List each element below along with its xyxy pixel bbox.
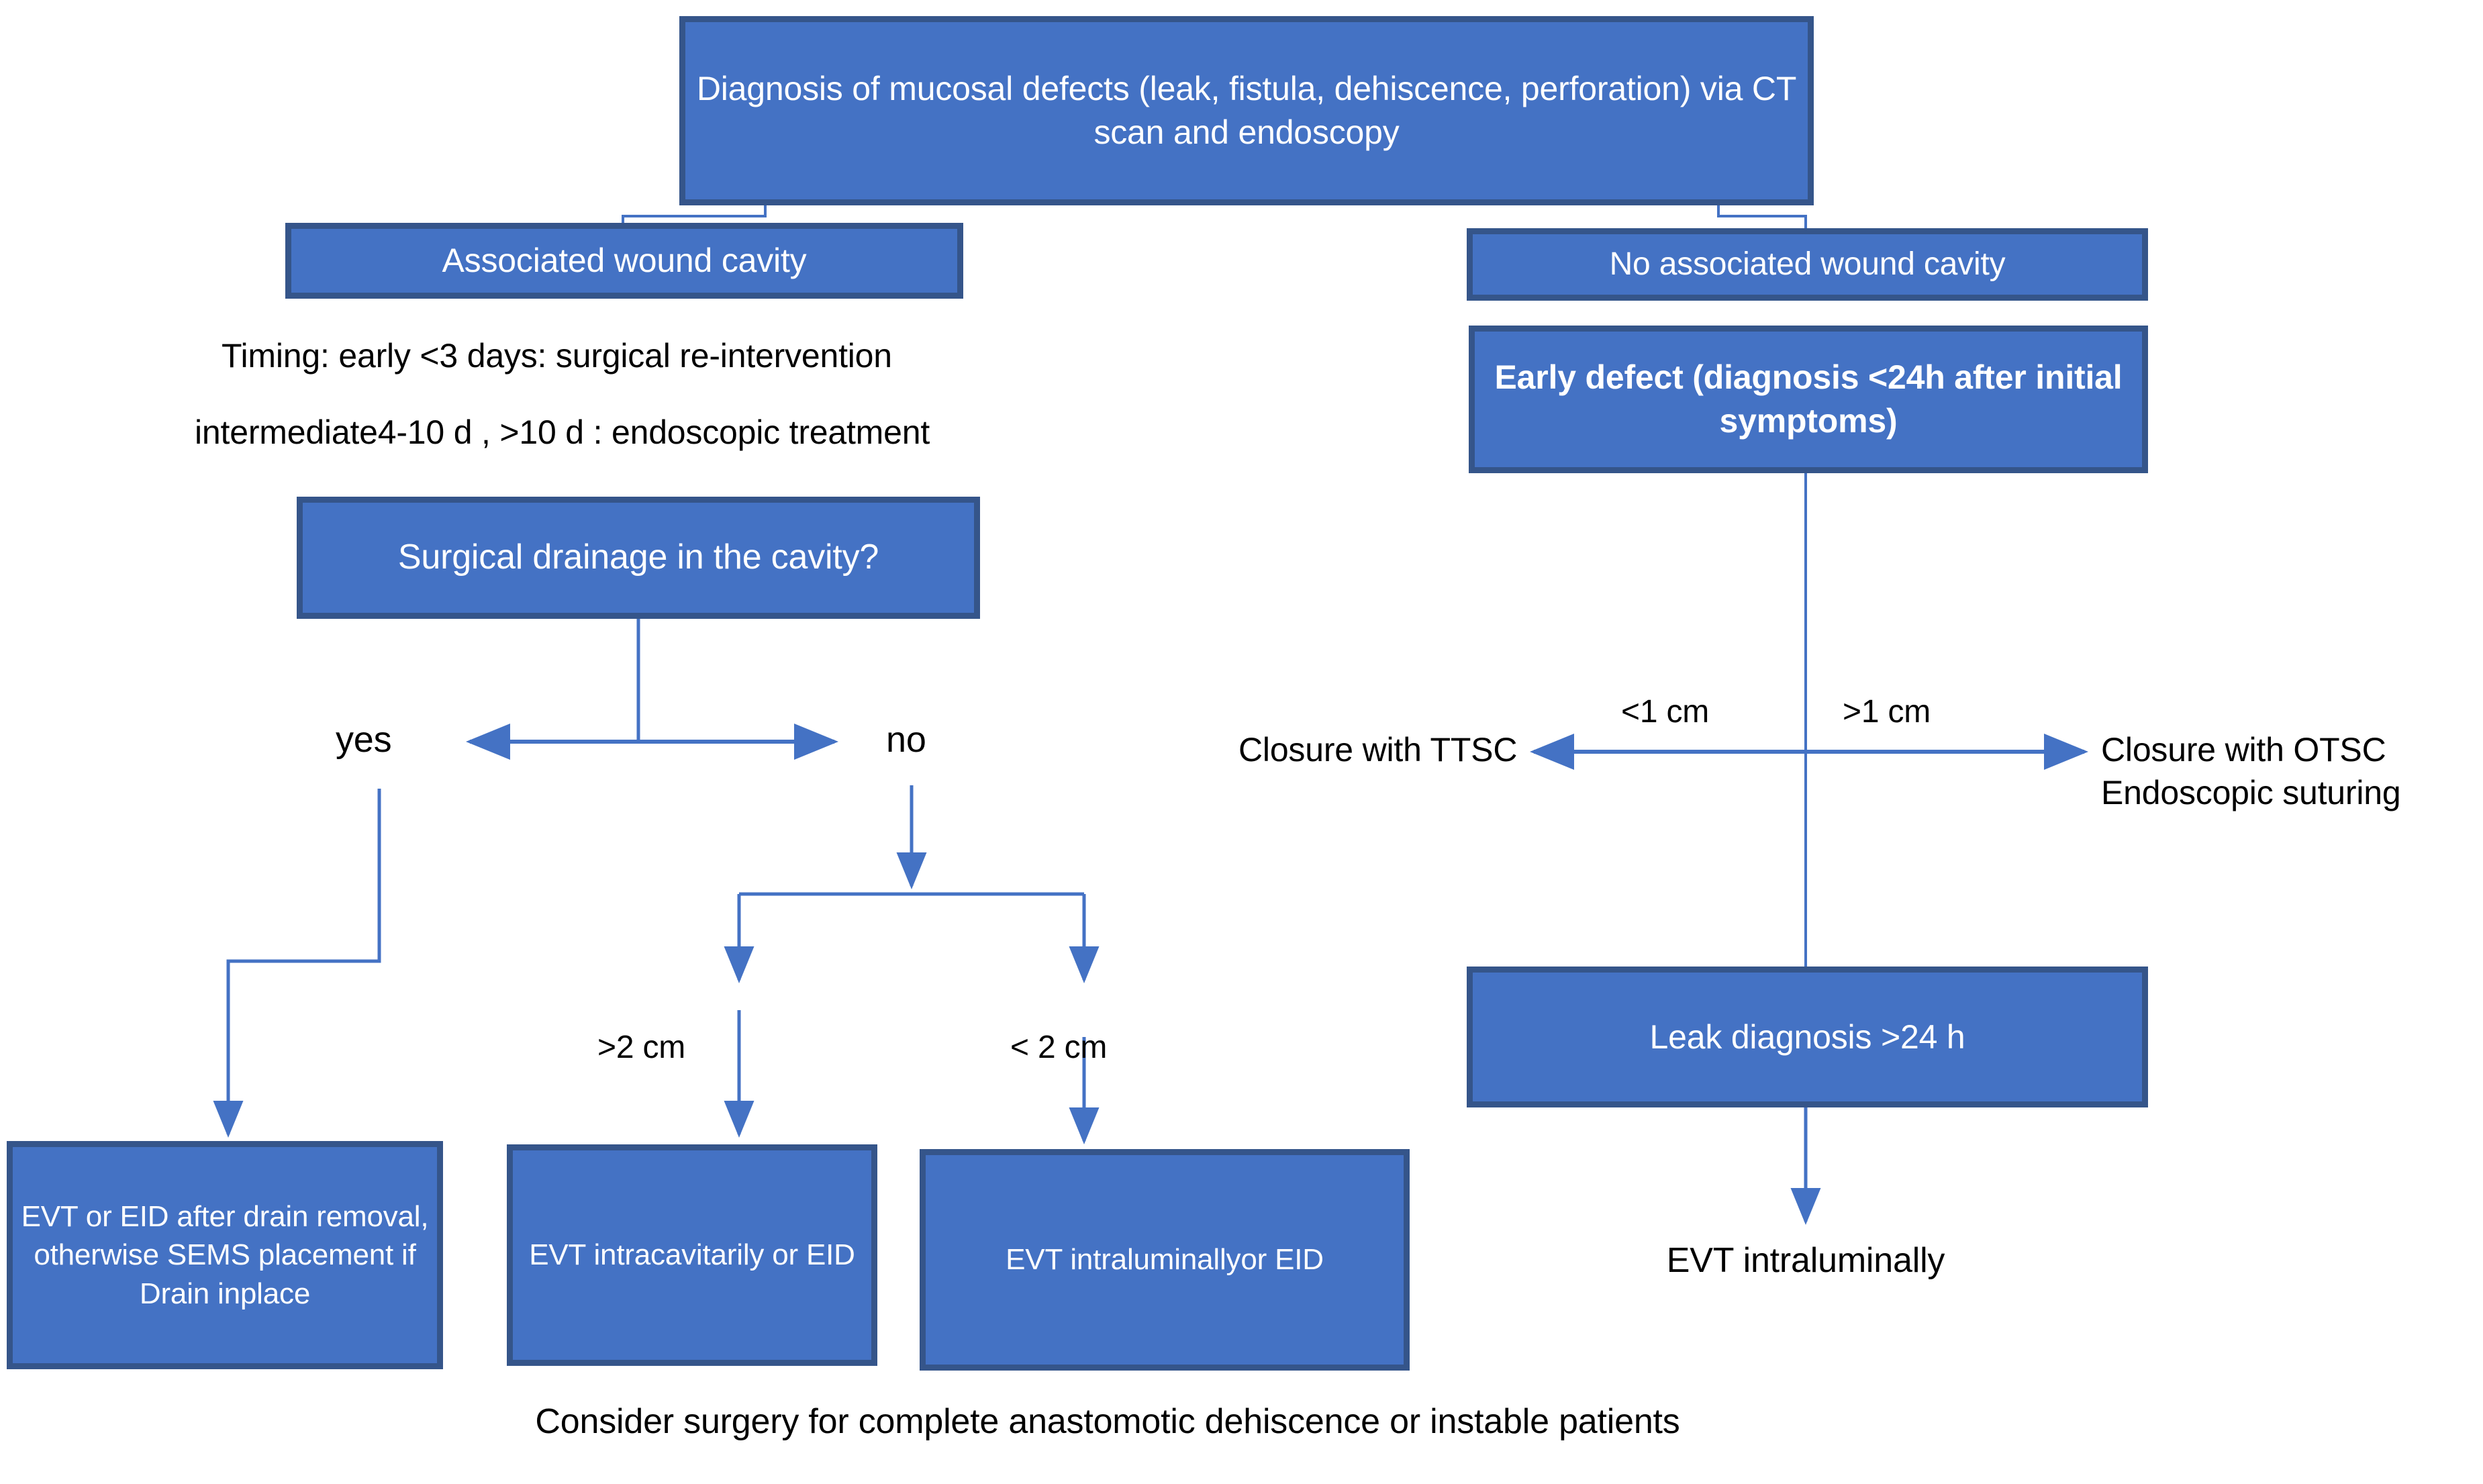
- node-no-associated-wound-cavity[interactable]: No associated wound cavity: [1467, 228, 2148, 301]
- label-no: no: [886, 720, 926, 760]
- label-less-2cm: < 2 cm: [1010, 1030, 1108, 1065]
- node-leak-diagnosis[interactable]: Leak diagnosis >24 h: [1467, 967, 2148, 1107]
- connector-diagnosis-to-left: [622, 205, 767, 223]
- node-evt-intraluminally-or-eid[interactable]: EVT intraluminallyor EID: [920, 1149, 1410, 1371]
- label-yes: yes: [336, 720, 392, 760]
- label-greater-2cm: >2 cm: [597, 1030, 686, 1065]
- label-evt-intraluminally: EVT intraluminally: [1666, 1241, 1945, 1280]
- node-evt-intracavitarily[interactable]: EVT intracavitarily or EID: [507, 1144, 877, 1366]
- label-greater-1cm: >1 cm: [1843, 694, 1931, 730]
- node-evt-intracavitarily-label: EVT intracavitarily or EID: [529, 1238, 855, 1272]
- node-evt-eid-after-drain-removal[interactable]: EVT or EID after drain removal, otherwis…: [7, 1141, 443, 1369]
- node-associated-wound-cavity-label: Associated wound cavity: [442, 242, 807, 279]
- label-timing-line-1: Timing: early <3 days: surgical re-inter…: [222, 337, 892, 375]
- label-closure-with-ttsc: Closure with TTSC: [1238, 731, 1518, 769]
- node-evt-eid-after-drain-removal-label: EVT or EID after drain removal, otherwis…: [21, 1200, 429, 1310]
- node-surgical-drainage-label: Surgical drainage in the cavity?: [397, 538, 879, 577]
- connector-yes-path: [213, 789, 381, 1138]
- label-closure-with-otsc: Closure with OTSC Endoscopic suturing: [2101, 731, 2401, 811]
- node-surgical-drainage[interactable]: Surgical drainage in the cavity?: [297, 497, 980, 619]
- node-no-associated-wound-cavity-label: No associated wound cavity: [1609, 246, 2006, 282]
- node-early-defect[interactable]: Early defect (diagnosis <24h after initi…: [1469, 326, 2148, 473]
- connector-drainage-split: [466, 619, 838, 760]
- node-diagnosis[interactable]: Diagnosis of mucosal defects (leak, fist…: [679, 16, 1814, 205]
- node-diagnosis-label: Diagnosis of mucosal defects (leak, fist…: [696, 70, 1797, 151]
- node-early-defect-label: Early defect (diagnosis <24h after initi…: [1494, 358, 2123, 440]
- connector-size-split: [724, 892, 1100, 1144]
- node-associated-wound-cavity[interactable]: Associated wound cavity: [285, 223, 963, 299]
- connector-diagnosis-to-right: [1717, 205, 1807, 228]
- connector-early-defect-vertical: [1530, 473, 2088, 967]
- label-less-1cm: <1 cm: [1621, 694, 1710, 730]
- node-evt-intraluminally-or-eid-label: EVT intraluminallyor EID: [1006, 1243, 1324, 1277]
- label-timing-line-2: intermediate4-10 d , >10 d : endoscopic …: [195, 413, 930, 451]
- label-footer-consider-surgery: Consider surgery for complete anastomoti…: [535, 1402, 1680, 1441]
- node-leak-diagnosis-label: Leak diagnosis >24 h: [1649, 1018, 1965, 1056]
